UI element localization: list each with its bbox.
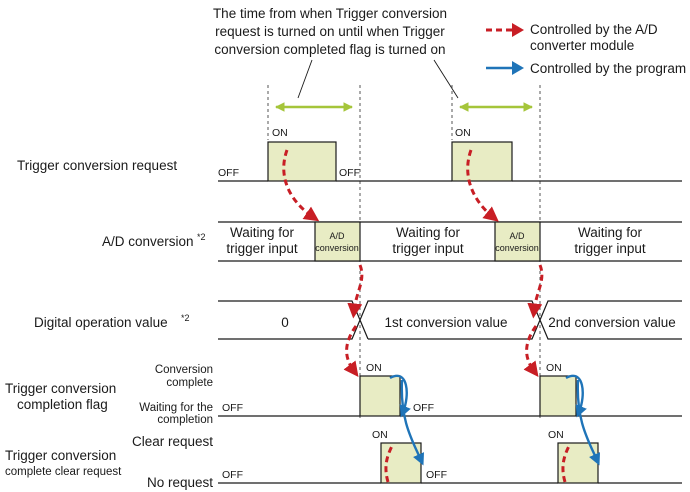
module-arrow [527, 264, 544, 319]
program-arrows [389, 374, 601, 466]
legend-dashed-arrow-icon [512, 23, 524, 37]
state-on: ON [546, 362, 562, 374]
note-line-3: conversion completed flag is turned on [214, 42, 445, 57]
state-on: ON [372, 429, 388, 441]
footnote-mark: *2 [197, 232, 206, 242]
time-guides [267, 85, 541, 418]
waiting-text: trigger input [574, 241, 646, 256]
state-off: OFF [413, 402, 434, 414]
row-label-completion-flag: Trigger conversion [5, 381, 116, 396]
legend-label-module-1: Controlled by the A/D [530, 22, 658, 37]
row-ad-conversion: A/D conversion *2 Waiting for trigger in… [102, 221, 682, 262]
note-leader-left [297, 59, 313, 99]
row-label-digital-value: Digital operation value [34, 315, 168, 330]
clear-pulse-1 [380, 442, 422, 484]
legend: Controlled by the A/D converter module C… [486, 22, 686, 76]
program-arrow [400, 379, 425, 466]
state-on: ON [455, 127, 471, 139]
state-label-high: complete [166, 377, 213, 389]
row-label-clear-request: complete clear request [5, 466, 122, 478]
conversion-text: A/D [329, 231, 345, 241]
program-arrow [565, 374, 587, 418]
note-leader-right [433, 59, 459, 99]
state-off: OFF [222, 469, 243, 481]
row-label-ad-conversion: A/D conversion [102, 234, 194, 249]
row-label-trigger-request: Trigger conversion request [17, 158, 177, 173]
row-clear-request: Trigger conversion complete clear reques… [5, 429, 682, 490]
row-digital-value: Digital operation value *2 0 1st convers… [34, 300, 682, 340]
pulse-1 [267, 141, 337, 182]
row-trigger-request: Trigger conversion request OFF ON OFF ON [17, 127, 682, 182]
state-on: ON [366, 362, 382, 374]
state-off: OFF [339, 167, 360, 179]
waiting-text: trigger input [392, 241, 464, 256]
flag-pulse-2 [539, 375, 577, 417]
conversion-text: A/D [509, 231, 525, 241]
legend-label-program: Controlled by the program [530, 61, 686, 76]
state-label-high: Conversion [155, 364, 213, 376]
module-arrow [523, 325, 539, 378]
state-label-low: No request [147, 475, 213, 490]
module-arrow [561, 445, 571, 483]
row-label-completion-flag: completion flag [17, 397, 108, 412]
state-label-high: Clear request [132, 434, 213, 449]
note-line-1: The time from when Trigger conversion [213, 6, 447, 21]
conversion-text: conversion [315, 243, 359, 253]
value-text: 1st conversion value [384, 315, 507, 330]
flag-pulse-1 [359, 375, 401, 417]
conversion-box-1 [314, 221, 361, 262]
value-text: 0 [281, 315, 289, 330]
state-label-low: completion [157, 414, 213, 426]
conversion-text: conversion [495, 243, 539, 253]
state-off: OFF [218, 167, 239, 179]
waiting-text: Waiting for [578, 225, 643, 240]
program-arrow [389, 374, 411, 418]
state-off: OFF [222, 402, 243, 414]
state-on: ON [548, 429, 564, 441]
row-label-clear-request: Trigger conversion [5, 448, 116, 463]
module-arrow [347, 264, 364, 319]
bus-lines [218, 300, 682, 340]
value-text: 2nd conversion value [548, 315, 676, 330]
module-arrows [282, 149, 571, 483]
row-completion-flag: Trigger conversion completion flag Conve… [5, 362, 682, 426]
waiting-text: Waiting for [230, 225, 295, 240]
timing-note: The time from when Trigger conversion re… [213, 6, 459, 99]
state-on: ON [272, 127, 288, 139]
module-arrow [343, 325, 359, 378]
conversion-box-2 [494, 221, 541, 262]
pulse-2 [451, 141, 513, 182]
waiting-text: trigger input [226, 241, 298, 256]
state-label-low: Waiting for the [139, 402, 213, 414]
note-line-2: request is turned on until when Trigger [215, 24, 445, 39]
legend-label-module-2: converter module [530, 38, 634, 53]
state-off: OFF [426, 469, 447, 481]
legend-solid-arrow-icon [512, 61, 524, 75]
module-arrow [384, 445, 394, 483]
program-arrow [576, 379, 601, 466]
waiting-text: Waiting for [396, 225, 461, 240]
footnote-mark: *2 [181, 313, 190, 323]
